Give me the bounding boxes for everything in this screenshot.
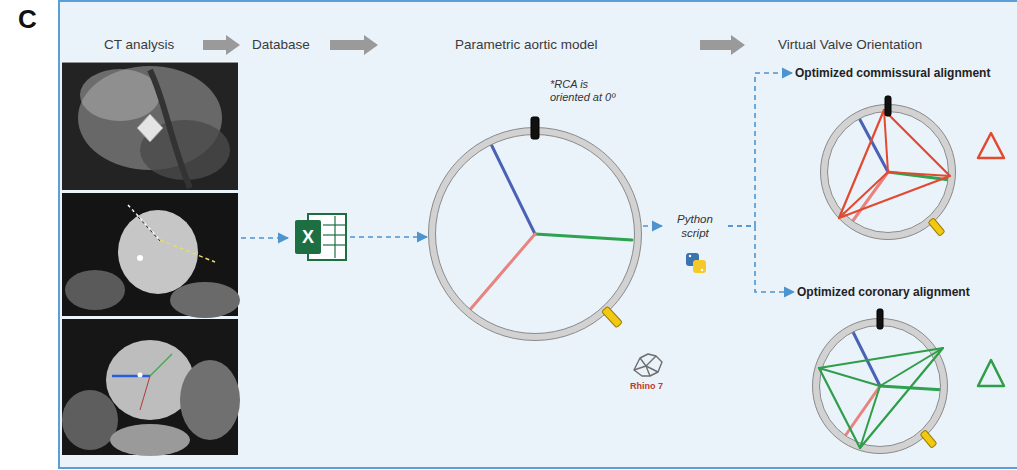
drawing-part xyxy=(813,309,1005,454)
drawing-part xyxy=(468,234,535,312)
drawing-part xyxy=(884,110,888,172)
drawing-part xyxy=(928,218,945,236)
ct-image xyxy=(62,319,240,456)
result-title: Optimized coronary alignment xyxy=(797,285,970,299)
drawing-part xyxy=(816,322,944,450)
drawing-part xyxy=(852,172,888,222)
drawing-part xyxy=(634,354,662,376)
drawing-part xyxy=(334,216,335,258)
note-text: *RCA is oriented at 0º xyxy=(550,78,630,104)
panel xyxy=(59,1,1017,468)
icon-letter: X xyxy=(295,220,321,254)
drawing-part xyxy=(888,172,950,176)
drawing-part xyxy=(323,234,345,235)
drawing-part xyxy=(819,368,880,386)
drawing-part xyxy=(535,234,632,240)
drawing-part xyxy=(839,110,950,218)
drawing-part xyxy=(295,214,346,260)
drawing-part xyxy=(819,348,943,448)
drawing-part xyxy=(885,96,891,116)
excel-icon-drawing xyxy=(293,212,349,262)
step-heading: Database xyxy=(252,37,310,52)
drawing-part xyxy=(323,244,345,245)
drawing-part xyxy=(880,348,943,386)
drawing-part xyxy=(824,108,952,236)
drawing-part xyxy=(118,210,198,294)
ct-image xyxy=(62,193,240,318)
step-heading: Virtual Valve Orientation xyxy=(778,37,922,52)
drawing-part xyxy=(429,128,642,341)
flow-arrow xyxy=(241,237,288,239)
drawing-part xyxy=(128,205,160,240)
drawing-part xyxy=(150,354,172,376)
drawing-part xyxy=(170,282,240,318)
rhino-logo xyxy=(634,354,662,376)
drawing-part xyxy=(978,133,1004,158)
result-title: Optimized commissural alignment xyxy=(795,66,990,80)
aortic-model: *RCA is oriented at 0º xyxy=(428,76,642,348)
drawing-part xyxy=(62,62,238,190)
logo-text: Rhino 7 xyxy=(630,381,663,391)
drawing-part xyxy=(860,386,880,448)
drawing-part xyxy=(490,142,535,234)
flow-connector xyxy=(728,226,794,292)
drawing-part xyxy=(80,69,160,121)
drawing-part xyxy=(602,306,623,328)
drawing-part xyxy=(137,114,163,142)
ct-image xyxy=(62,62,238,190)
step-heading: Parametric aortic model xyxy=(455,37,598,52)
orientation-result: Optimized commissural alignment xyxy=(795,66,1012,246)
flow-connector xyxy=(643,225,662,227)
drawing-part xyxy=(432,131,638,337)
drawing-part xyxy=(140,376,150,410)
step-label: Python script xyxy=(664,212,726,240)
drawing-part xyxy=(323,224,345,225)
step-heading: CT analysis xyxy=(104,37,174,52)
drawing-part xyxy=(640,356,656,366)
flow-connector xyxy=(728,73,792,226)
drawing-part xyxy=(62,390,118,450)
step-arrow xyxy=(203,35,240,55)
drawing-part xyxy=(110,424,190,456)
drawing-part xyxy=(877,309,883,329)
drawing-part xyxy=(65,270,125,310)
drawing-part xyxy=(693,260,706,273)
flow-connector xyxy=(350,236,427,238)
orientation-result-drawing xyxy=(797,284,1012,456)
orientation-result: Optimized coronary alignment xyxy=(797,284,1012,456)
excel-icon: X xyxy=(293,212,349,262)
drawing-part xyxy=(62,62,238,63)
drawing-part xyxy=(839,172,888,218)
panel-letter: C xyxy=(18,4,37,35)
drawing-part xyxy=(180,360,240,440)
drawing-part xyxy=(701,269,703,271)
drawing-part xyxy=(920,430,937,448)
step-arrow xyxy=(700,35,745,55)
drawing-part xyxy=(429,117,642,341)
drawing-part xyxy=(112,375,150,378)
drawing-part xyxy=(978,360,1004,386)
drawing-part xyxy=(160,240,215,262)
drawing-part xyxy=(531,117,539,139)
drawing-part xyxy=(880,386,945,390)
python-script: Python script xyxy=(664,212,726,278)
step-arrow xyxy=(330,35,378,55)
drawing-part xyxy=(634,366,658,372)
drawing-part xyxy=(436,135,635,334)
drawing-part xyxy=(821,105,956,240)
drawing-part xyxy=(686,253,706,273)
aortic-model-drawing xyxy=(428,76,642,348)
drawing-part xyxy=(295,220,321,254)
orientation-result-drawing xyxy=(795,66,1012,246)
drawing-part xyxy=(138,373,143,378)
drawing-part xyxy=(689,255,691,257)
drawing-part xyxy=(137,255,143,261)
drawing-part xyxy=(821,96,1005,240)
drawing-part xyxy=(813,319,948,454)
drawing-part xyxy=(128,206,160,241)
